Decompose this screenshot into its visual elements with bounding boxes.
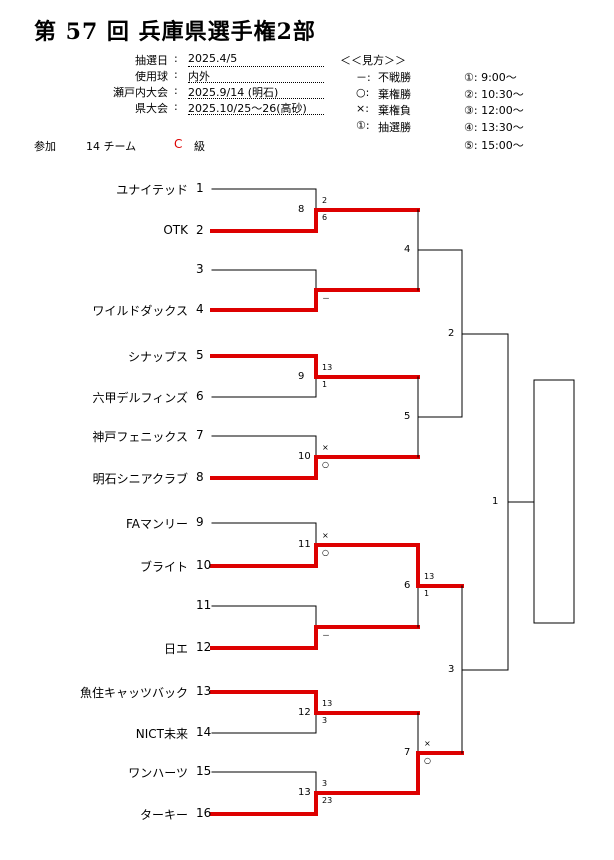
champion-box bbox=[533, 379, 575, 624]
info-label: 県大会 bbox=[135, 102, 168, 115]
score-top: × bbox=[322, 531, 329, 540]
match-number: 4 bbox=[404, 244, 411, 255]
score-bottom: 1 bbox=[322, 380, 328, 389]
team-seed: 6 bbox=[196, 389, 204, 403]
score-bottom: － bbox=[322, 631, 330, 640]
info-colon: : bbox=[174, 84, 178, 97]
match-number: 13 bbox=[298, 787, 311, 798]
score-bottom: ○ bbox=[322, 460, 329, 469]
legend-mark: ①: bbox=[356, 119, 370, 132]
score-top: 13 bbox=[322, 699, 333, 708]
team-name: ターキー bbox=[139, 808, 188, 822]
match-number: 8 bbox=[298, 204, 305, 215]
score-bottom: － bbox=[322, 294, 330, 303]
legend-time: ④: 13:30～ bbox=[464, 121, 524, 134]
score-top: 3 bbox=[322, 779, 328, 788]
legend-mark: ×: bbox=[356, 102, 369, 115]
team-seed: 5 bbox=[196, 348, 204, 362]
team-name: ワイルドダックス bbox=[92, 304, 188, 318]
team-seed: 15 bbox=[196, 764, 212, 778]
info-value: 2025.9/14 (明石) bbox=[188, 84, 324, 99]
score-bottom: 1 bbox=[424, 589, 430, 598]
score-top: 13 bbox=[424, 572, 435, 581]
page-title: 第 57 回 兵庫県選手権2部 bbox=[34, 19, 316, 45]
team-seed: 13 bbox=[196, 684, 212, 698]
match-number: 11 bbox=[298, 539, 311, 550]
match-number: 2 bbox=[448, 328, 455, 339]
info-colon: : bbox=[174, 100, 178, 113]
score-top: × bbox=[424, 739, 431, 748]
team-seed: 16 bbox=[196, 806, 212, 820]
info-colon: : bbox=[174, 68, 178, 81]
info-label: 瀬戸内大会 bbox=[113, 86, 168, 99]
score-bottom: ○ bbox=[322, 548, 329, 557]
legend-mark: －: bbox=[356, 71, 371, 84]
legend-time: ②: 10:30～ bbox=[464, 88, 524, 101]
team-seed: 1 bbox=[196, 181, 204, 195]
team-name: ワンハーツ bbox=[128, 766, 188, 780]
score-bottom: 23 bbox=[322, 796, 333, 805]
team-seed: 3 bbox=[196, 262, 204, 276]
team-seed: 10 bbox=[196, 558, 212, 572]
team-seed: 2 bbox=[196, 223, 204, 237]
team-seed: 14 bbox=[196, 725, 212, 739]
participation-label: 参加 bbox=[34, 140, 56, 153]
team-name: FAマンリー bbox=[125, 517, 188, 531]
match-number: 7 bbox=[404, 747, 411, 758]
team-seed: 8 bbox=[196, 470, 204, 484]
team-name: ユナイテッド bbox=[116, 183, 188, 197]
match-number: 3 bbox=[448, 664, 455, 675]
score-bottom: 6 bbox=[322, 213, 328, 222]
class-letter: C bbox=[174, 137, 183, 151]
legend-time: ①: 9:00～ bbox=[464, 71, 517, 84]
score-bottom: 3 bbox=[322, 716, 328, 725]
team-seed: 7 bbox=[196, 428, 204, 442]
team-seed: 12 bbox=[196, 640, 212, 654]
participation-teams: 14 チーム bbox=[86, 140, 137, 153]
team-name: シナップス bbox=[127, 350, 188, 364]
legend-text: 不戦勝 bbox=[378, 71, 411, 84]
team-seed: 4 bbox=[196, 302, 204, 316]
legend-time: ③: 12:00～ bbox=[464, 104, 524, 117]
match-number: 5 bbox=[404, 411, 411, 422]
legend-time: ⑤: 15:00～ bbox=[464, 139, 524, 152]
legend-text: 棄権負 bbox=[378, 104, 411, 117]
score-top: 2 bbox=[322, 196, 328, 205]
team-name: 明石シニアクラブ bbox=[92, 472, 188, 486]
info-value: 2025.4/5 bbox=[188, 52, 324, 67]
team-name: 神戸フェニックス bbox=[92, 430, 188, 444]
legend-mark: ○: bbox=[356, 86, 370, 99]
match-number: 9 bbox=[298, 371, 305, 382]
team-name: ブライト bbox=[139, 560, 188, 574]
team-name: OTK bbox=[163, 223, 188, 237]
team-name: 魚住キャッツバック bbox=[79, 686, 188, 700]
match-number: 1 bbox=[492, 496, 499, 507]
info-colon: : bbox=[174, 52, 178, 65]
legend-text: 抽選勝 bbox=[378, 121, 411, 134]
team-name: 六甲デルフィンズ bbox=[92, 391, 188, 405]
match-number: 10 bbox=[298, 451, 311, 462]
team-name: NICT未来 bbox=[135, 727, 188, 741]
class-suffix: 級 bbox=[194, 140, 205, 153]
legend-heading: ＜＜見方＞＞ bbox=[340, 54, 406, 67]
info-value: 2025.10/25～26(高砂) bbox=[188, 100, 324, 115]
match-number: 6 bbox=[404, 580, 411, 591]
team-name: 日エ bbox=[163, 642, 188, 656]
score-top: 13 bbox=[322, 363, 333, 372]
info-value: 内外 bbox=[188, 68, 324, 83]
match-number: 12 bbox=[298, 707, 311, 718]
info-label: 抽選日 bbox=[135, 54, 168, 67]
info-label: 使用球 bbox=[135, 70, 168, 83]
score-bottom: ○ bbox=[424, 756, 431, 765]
team-seed: 9 bbox=[196, 515, 204, 529]
score-top: × bbox=[322, 443, 329, 452]
team-seed: 11 bbox=[196, 598, 212, 612]
legend-text: 棄権勝 bbox=[378, 88, 411, 101]
